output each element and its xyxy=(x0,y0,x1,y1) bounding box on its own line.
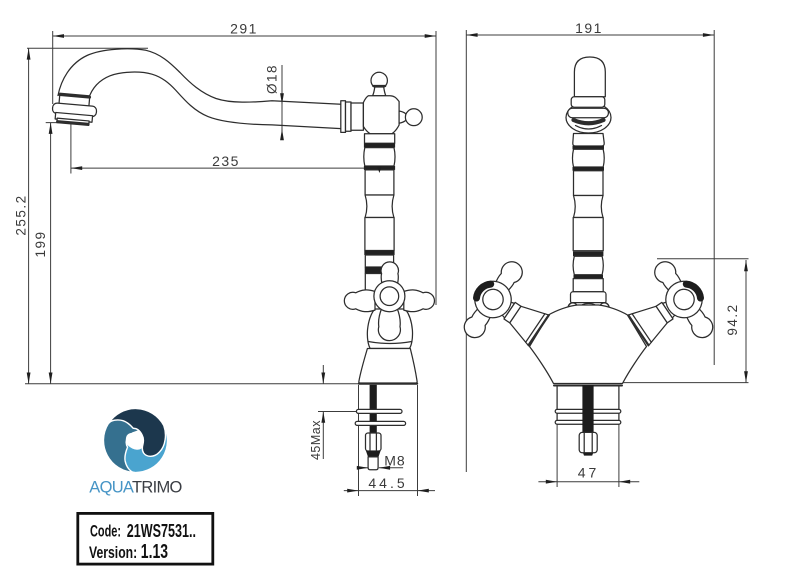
svg-text:191: 191 xyxy=(575,20,603,36)
svg-text:Version:: Version: xyxy=(89,543,137,562)
svg-text:Ø18: Ø18 xyxy=(265,64,280,94)
svg-text:AQUATRIMO: AQUATRIMO xyxy=(89,479,182,497)
svg-text:255.2: 255.2 xyxy=(14,194,29,235)
svg-text:47: 47 xyxy=(578,465,600,481)
svg-text:21WS7531..: 21WS7531.. xyxy=(127,520,196,541)
svg-text:M8: M8 xyxy=(384,453,405,469)
svg-text:235: 235 xyxy=(212,153,240,169)
svg-text:199: 199 xyxy=(33,230,48,257)
svg-text:291: 291 xyxy=(230,21,258,37)
svg-text:94.2: 94.2 xyxy=(725,303,740,335)
svg-text:44.5: 44.5 xyxy=(368,475,407,491)
svg-text:45Max: 45Max xyxy=(309,420,323,460)
svg-text:Code:: Code: xyxy=(90,522,121,541)
svg-text:1.13: 1.13 xyxy=(141,541,168,563)
